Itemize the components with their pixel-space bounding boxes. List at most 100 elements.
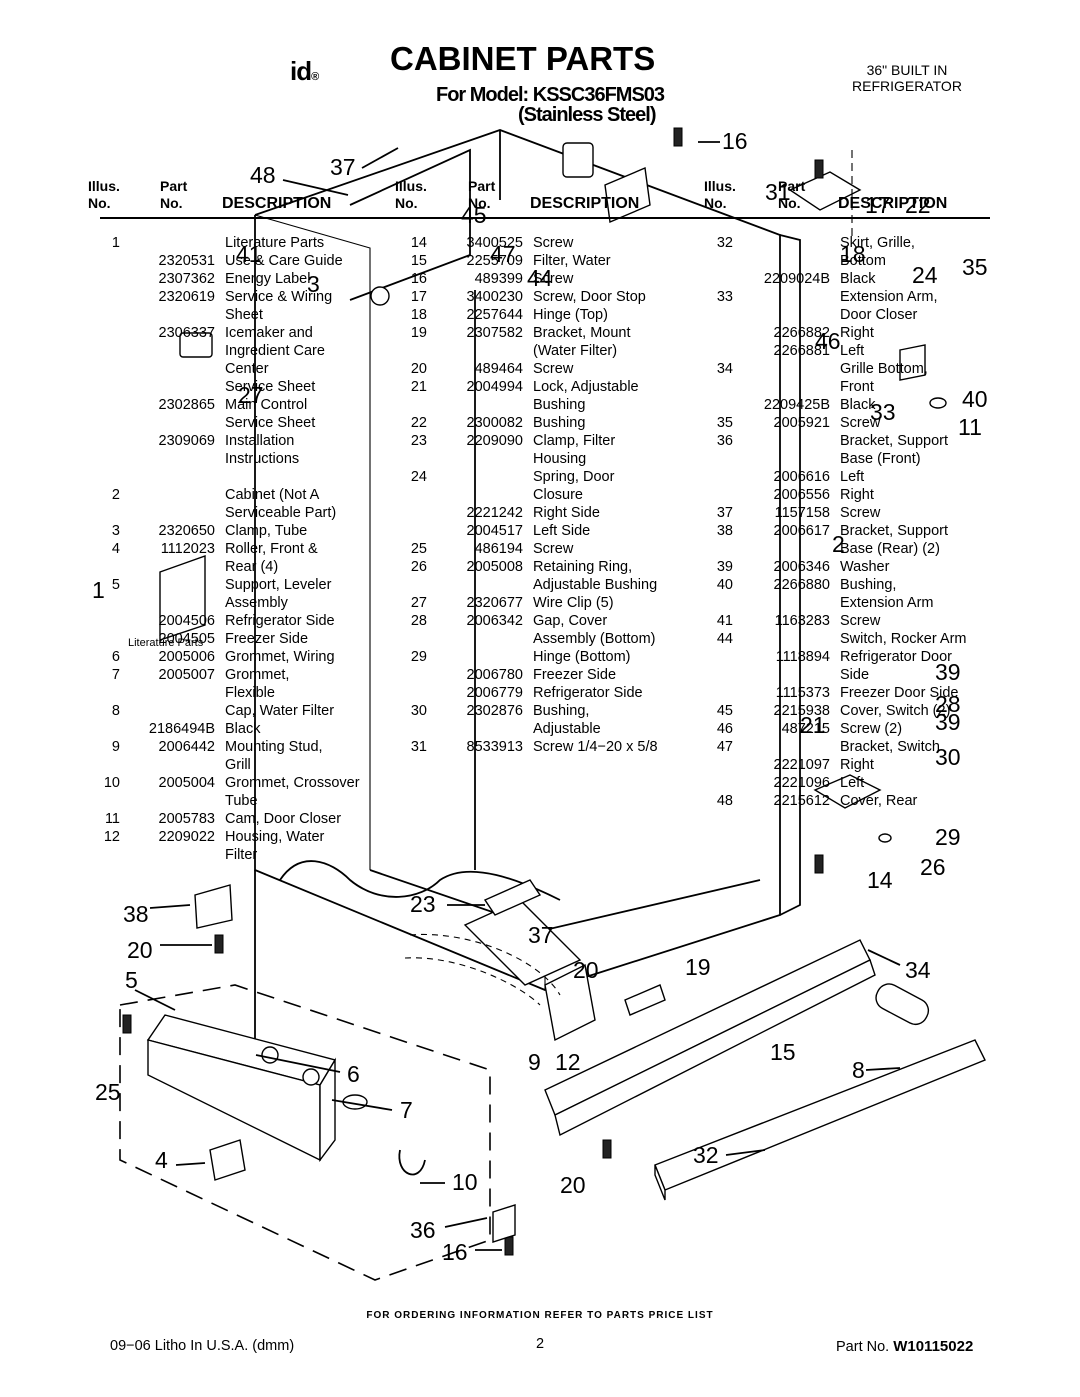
description-cell: Ingredient Care — [225, 343, 325, 359]
part-number-cell: 487215 — [781, 721, 830, 737]
description-cell: Black — [840, 271, 876, 287]
callout-14: 14 — [867, 867, 893, 893]
part-number-cell: 2221096 — [773, 775, 830, 791]
description-cell: Screw, Door Stop — [533, 289, 646, 305]
illus-number: 37 — [716, 505, 733, 521]
description-cell: Left — [840, 469, 865, 485]
col-header-desc-1: DESCRIPTION — [222, 195, 332, 212]
illus-number: 10 — [103, 775, 120, 791]
description-cell: Refrigerator Door — [840, 649, 953, 665]
description-cell: Screw — [533, 271, 574, 287]
callout-24: 24 — [912, 262, 938, 288]
illus-number: 8 — [111, 703, 120, 719]
description-cell: Cap, Water Filter — [225, 703, 335, 719]
part-number-cell: 2306337 — [158, 325, 215, 341]
description-cell: Filter — [225, 847, 258, 863]
callout-26: 26 — [920, 854, 946, 880]
description-cell: Door Closer — [840, 307, 918, 323]
description-cell: Screw — [533, 541, 574, 557]
parts-row: Side — [0, 666, 1080, 684]
illus-number: 12 — [103, 829, 120, 845]
part-number-cell: 2006342 — [466, 613, 523, 629]
part-number-cell: 2004994 — [466, 379, 523, 395]
description-cell: Wire Clip (5) — [533, 595, 614, 611]
illus-number: 18 — [410, 307, 427, 323]
description-cell: Freezer Side — [533, 667, 617, 683]
part-number-cell: 2320619 — [158, 289, 215, 305]
illus-number: 2 — [111, 487, 120, 503]
callout-44: 44 — [527, 265, 553, 291]
illus-number: 25 — [410, 541, 427, 557]
illus-number: 22 — [410, 415, 427, 431]
description-cell: Cover, Switch (2) — [840, 703, 951, 719]
illus-number: 40 — [716, 577, 733, 593]
illus-number: 33 — [716, 289, 733, 305]
callout-33: 33 — [870, 399, 896, 425]
parts-row: Tube — [0, 792, 1080, 810]
description-cell: Closure — [533, 487, 583, 503]
description-cell: Switch, Rocker Arm — [840, 631, 967, 647]
parts-row: Door Closer — [0, 306, 1080, 324]
illus-number: 31 — [410, 739, 427, 755]
parts-row: 17 3400230 Screw, Door Stop — [0, 288, 1080, 306]
description-cell: Washer — [840, 559, 890, 575]
callout-28: 28 — [935, 691, 961, 717]
illus-number: 14 — [410, 235, 427, 251]
description-cell: Grille Bottom, — [840, 361, 928, 377]
part-number-cell: 3400230 — [466, 289, 523, 305]
description-cell: Extension Arm — [840, 595, 934, 611]
product-type-line1: 36" BUILT IN — [866, 62, 948, 78]
description-cell: Grill — [225, 757, 251, 773]
callout-21: 21 — [800, 712, 826, 738]
description-cell: Screw (2) — [840, 721, 903, 737]
description-cell: Cover, Rear — [840, 793, 918, 809]
header-rule — [100, 217, 990, 219]
description-cell: Literature Parts — [225, 235, 325, 251]
part-number-cell: 2266882 — [773, 325, 830, 341]
parts-row: Assembly (Bottom) — [0, 630, 1080, 648]
page-title: CABINET PARTS — [390, 40, 656, 77]
parts-row: Adjustable — [0, 720, 1080, 738]
callout-31: 31 — [765, 179, 791, 205]
parts-row: Closure — [0, 486, 1080, 504]
part-number-cell: 2307582 — [466, 325, 523, 341]
description-cell: Use & Care Guide — [225, 253, 343, 269]
illus-number: 17 — [410, 289, 427, 305]
callout-47: 47 — [490, 241, 516, 267]
illus-number: 23 — [410, 433, 427, 449]
part-number-cell: 2266880 — [773, 577, 830, 593]
part-number-cell: 2006346 — [773, 559, 830, 575]
parts-row: Service Sheet — [0, 414, 1080, 432]
callout-37: 37 — [330, 154, 356, 180]
part-number-cell: 3400525 — [466, 235, 523, 251]
part-number-cell: 489464 — [474, 361, 523, 377]
callout-7: 7 — [400, 1097, 413, 1123]
description-cell: Grommet, Crossover — [225, 775, 360, 791]
part-number-cell: 2300082 — [466, 415, 523, 431]
description-cell: Clamp, Filter — [533, 433, 616, 449]
part-number-cell: 2209090 — [466, 433, 523, 449]
description-cell: Service Sheet — [225, 415, 316, 431]
description-cell: Adjustable Bushing — [533, 577, 658, 593]
description-cell: Flexible — [225, 685, 275, 701]
part-number-cell: 2307362 — [158, 271, 215, 287]
part-number-cell: 2005007 — [158, 667, 215, 683]
callout-11: 11 — [958, 414, 982, 440]
